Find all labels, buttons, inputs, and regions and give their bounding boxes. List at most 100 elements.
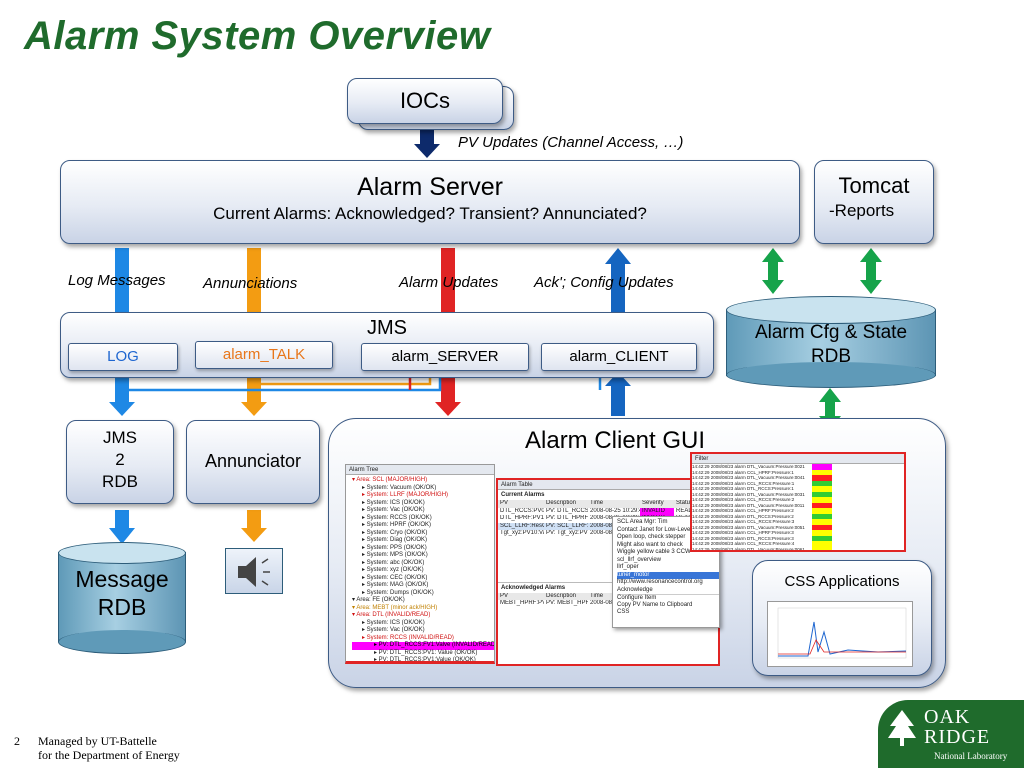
log-row: 14:42:29 2008/08/23 alarm DTL_Vacuum:Pre… [692,475,904,481]
queue-client-label: alarm_CLIENT [569,348,669,365]
tree-item[interactable]: ▸ System: LLRF (MAJOR/HIGH) [362,492,449,498]
log-severity-swatch [812,546,832,550]
jms-title: JMS [367,317,407,339]
log-text: 14:42:29 2008/08/23 alarm CCL_RCCS:Press… [692,519,795,524]
context-menu-item[interactable]: http://www.resonancecontrol.org [617,579,703,585]
context-menu-item[interactable]: llrf_oper [617,564,639,570]
tree-item[interactable]: ▸ PV: DTL_RCCS:PV1:Value (OK/OK) [374,657,476,663]
log-row: 14:42:29 2008/08/23 alarm CCL_RCCS:Press… [692,519,904,525]
tree-item[interactable]: ▸ System: Cryo (OK/OK) [362,529,428,536]
tomcat-title: Tomcat [838,173,910,198]
speaker-icon [238,557,270,587]
alarm-server-subtitle: Current Alarms: Acknowledged? Transient?… [213,204,647,223]
annunciator-to-speaker-arrow [241,510,267,542]
tree-item[interactable]: ▸ System: xyz (OK/OK) [362,567,424,573]
table-row[interactable]: DTL_RCCS:PV0:ValuPV: DTL_RCCS:PV02008-08… [498,507,718,515]
queue-server-label: alarm_SERVER [391,348,499,365]
tree-item[interactable]: ▸ System: PPS (OK/OK) [362,544,427,551]
log-severity-swatch [812,508,832,514]
context-menu-item[interactable]: Configure Item [617,594,719,602]
alarm-cfg-db: Alarm Cfg & State RDB [726,296,936,388]
table-column-header[interactable]: Time [590,500,604,506]
tree-icon [888,710,916,746]
tree-item[interactable]: ▾ Area: SCL (MAJOR/HIGH) [352,477,428,483]
jms2-rdb-box: JMS 2 RDB [66,420,174,504]
table-column-header[interactable]: Description [546,592,577,599]
context-menu-item[interactable]: SCL Area Mgr: Tim [617,519,668,525]
tree-item[interactable]: ▸ System: abc (OK/OK) [362,559,425,566]
table-cell: DTL_RCCS:PV0:Valu [500,507,544,514]
tomcat-db-link [860,248,882,294]
alarm-updates-label: Alarm Updates [399,274,499,291]
table-column-header[interactable]: Status [676,500,694,506]
table-cell: MEBT_HPRF:PV0:Va [500,600,544,606]
context-menu-item[interactable]: Acknowledge [617,586,653,593]
tree-item[interactable]: ▸ System: RCCS (OK/OK) [362,514,432,521]
tree-item[interactable]: ▾ Area: MEBT (minor ack/HIGH) [352,604,438,611]
message-log-screenshot: Filter 14:42:29 2008/08/23 alarm DTL_Vac… [690,452,906,552]
context-menu-item[interactable]: Contact Janet for Low-Level [617,526,692,533]
css-plot-icon [777,607,907,659]
message-db: Message RDB [58,542,186,656]
context-menu-item[interactable]: Might also want to check [617,541,683,548]
table-column-header[interactable]: Time [590,592,604,599]
log-severity-swatch [812,497,832,503]
table-cell: INVALID [640,507,674,515]
tree-item[interactable]: ▸ System: Vacuum (OK/OK) [362,484,437,491]
tree-item[interactable]: ▸ System: MPS (OK/OK) [362,552,428,558]
table-column-header[interactable]: PV [500,592,509,599]
table-column-header[interactable]: Severity [642,500,664,506]
tree-item[interactable]: ▸ PV: DTL_RCCS:FV1:Valve (INVALID/READ) [352,642,494,650]
context-menu-item[interactable]: Wiggle yellow cable 3 CCW [617,549,691,555]
context-menu-item[interactable]: Copy PV Name to Clipboard [617,601,693,608]
tree-item[interactable]: ▸ System: HPRF (OK/OK) [362,522,432,528]
table-column-header[interactable]: Description [546,500,577,506]
logo-line1: OAK [924,706,971,728]
context-menu-item[interactable]: Open loop, check stepper [617,534,686,540]
tree-item[interactable]: ▸ System: ICS (OK/OK) [362,619,425,626]
context-menu-item[interactable]: tuner_motor [617,571,719,579]
css-applications-box: CSS Applications [752,560,932,676]
table-cell: READ [676,507,693,514]
queue-log-label: LOG [107,348,139,365]
message-db-line2: RDB [97,594,147,620]
alarm-client-gui-title: Alarm Client GUI [525,427,706,454]
tree-item[interactable]: ▸ System: Dumps (OK/OK) [362,589,434,596]
log-text: 14:42:29 2008/08/23 alarm DTL_Vacuum:Pre… [692,491,805,497]
alarm-cfg-db-line1: Alarm Cfg & State [754,322,908,343]
tree-item[interactable]: ▸ System: Diag (OK/OK) [362,537,428,543]
log-rows: 14:42:29 2008/08/23 alarm DTL_Vacuum:Pre… [692,464,904,550]
log-row: 14:42:29 2008/08/23 alarm DTL_RCCS:Press… [692,486,904,492]
log-severity-swatch [812,491,832,497]
server-to-gui-arrow [435,372,461,416]
context-menu-item[interactable]: scl_llrf_overview [617,556,662,563]
tree-item[interactable]: ▾ Area: DTL (INVALID/READ) [352,612,431,618]
alarm-table-tab[interactable]: Alarm Table [501,482,533,488]
log-severity-swatch [812,486,832,492]
log-severity-swatch [812,513,832,519]
jms2-line2: 2 [115,450,125,469]
ornl-logo: OAK RIDGE National Laboratory [878,700,1024,768]
tree-item[interactable]: ▸ System: CEC (OK/OK) [362,574,428,581]
table-cell: PV: Tgt_xyz:PV10 [546,530,588,536]
log-text: 14:42:29 2008/08/23 alarm DTL_Vacuum:Pre… [692,524,805,530]
tree-item[interactable]: ▸ PV: DTL_RCCS:PV1: Value (OK/OK) [374,649,478,656]
log-text: 14:42:29 2008/08/23 alarm CCL_HPRF:Press… [692,469,794,475]
tree-item[interactable]: ▾ Area: FE (OK/OK) [352,597,405,603]
log-row: 14:42:29 2008/08/23 alarm DTL_Vacuum:Pre… [692,524,904,530]
tree-item[interactable]: ▸ System: Vac (OK/OK) [362,627,425,633]
tree-item[interactable]: ▸ System: ICS (OK/OK) [362,499,425,506]
table-column-header[interactable]: PV [500,500,509,506]
log-row: 14:42:29 2008/08/23 alarm DTL_RCCS:Press… [692,513,904,519]
alarm-server-title: Alarm Server [357,173,503,201]
tree-item[interactable]: ▸ System: Vac (OK/OK) [362,507,425,513]
log-severity-swatch [812,519,832,525]
css-applications-title: CSS Applications [784,573,900,590]
tree-item[interactable]: ▸ System: MAG (OK/OK) [362,582,429,588]
queue-talk: alarm_TALK [195,341,333,369]
talk-to-annunciator-arrow [241,372,267,416]
tree-item[interactable]: ▸ System: RCCS (INVALID/READ) [362,634,454,641]
context-menu-item[interactable]: CSS [617,609,630,615]
log-text: 14:42:29 2008/08/23 alarm DTL_RCCS:Press… [692,486,794,491]
alarm-tree-tab[interactable]: Alarm Tree [349,467,379,473]
